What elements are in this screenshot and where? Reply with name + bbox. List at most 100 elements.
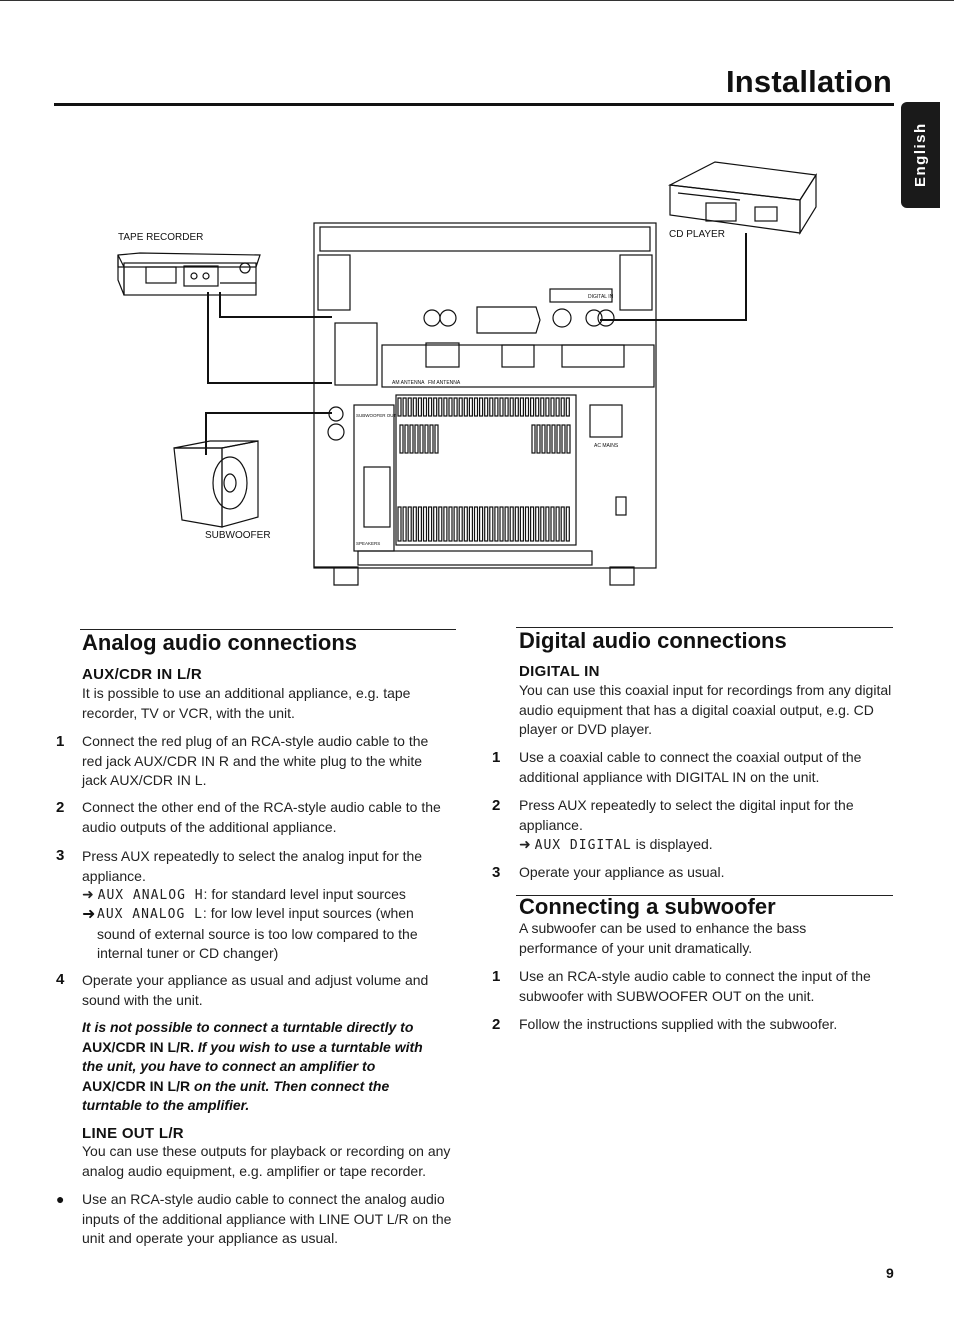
heatsink-fin xyxy=(409,424,414,454)
analog-step-text: Connect the other end of the RCA-style a… xyxy=(82,799,441,835)
cd-player-illustration: CD PLAYER xyxy=(667,161,818,240)
digital-in-heading: DIGITAL IN xyxy=(519,663,600,680)
heatsink-fin xyxy=(555,397,560,417)
line-out-heading: LINE OUT L/R xyxy=(82,1125,184,1142)
subwoofer-step-text: Use an RCA-style audio cable to connect … xyxy=(519,968,871,1004)
heatsink-fin xyxy=(494,397,499,417)
display-text: AUX ANALOG L xyxy=(97,907,203,922)
heatsink-fin xyxy=(422,506,428,542)
aux-cdr-heading: AUX/CDR IN L/R xyxy=(82,666,203,683)
tape-recorder-label: TAPE RECORDER xyxy=(118,232,203,243)
analog-step-text: Connect the red plug of an RCA-style aud… xyxy=(82,733,429,788)
analog-step-number: 3 xyxy=(56,847,65,864)
heatsink-fin xyxy=(565,397,570,417)
heatsink-fin xyxy=(479,506,484,542)
heatsink-fin xyxy=(489,397,494,417)
heatsink-fin xyxy=(509,397,514,417)
svg-text:AC MAINS: AC MAINS xyxy=(594,443,619,449)
display-text: AUX DIGITAL xyxy=(534,838,632,853)
main-unit-rear-panel: DIGITAL IN AM ANTENNA FM ANTENNA SUBWOOF… xyxy=(313,222,657,586)
heatsink-fin xyxy=(556,424,561,454)
turntable-note: It is not possible to connect a turntabl… xyxy=(82,1019,423,1113)
bullet-icon: ● xyxy=(56,1191,65,1207)
analog-step-number: 2 xyxy=(56,799,65,816)
heatsink-fin xyxy=(535,397,540,417)
heatsink-fin xyxy=(463,397,468,417)
arrow-icon: ➜ xyxy=(82,906,96,923)
heatsink-fin xyxy=(468,506,473,542)
digital-step-number: 3 xyxy=(492,864,501,881)
heatsink-fin xyxy=(519,397,524,417)
heatsink-fin xyxy=(419,424,424,454)
heatsink-fin xyxy=(504,397,509,417)
heatsink-fin xyxy=(540,397,545,417)
heatsink-fin xyxy=(494,506,499,542)
heatsink-fin xyxy=(566,424,571,454)
heatsink-fin xyxy=(458,397,463,417)
heatsink-fin xyxy=(417,397,422,417)
heatsink-fin xyxy=(407,397,412,417)
heatsink-fin xyxy=(499,397,504,417)
heatsink-fin xyxy=(402,397,407,417)
heatsink-fin xyxy=(530,506,535,542)
heatsink-fin xyxy=(561,424,566,454)
page-number: 9 xyxy=(886,1265,894,1281)
cd-player-label: CD PLAYER xyxy=(669,229,725,240)
svg-text:AM ANTENNA: AM ANTENNA xyxy=(392,380,425,386)
analog-step-text: Operate your appliance as usual and adju… xyxy=(82,972,429,1008)
heatsink-fin xyxy=(404,424,409,454)
connection-diagram: TAPE RECORDER CD PLAYER SUBWOOFER DIGITA… xyxy=(117,161,818,586)
aux-intro: It is possible to use an additional appl… xyxy=(82,685,411,721)
heatsink-fin xyxy=(560,506,565,542)
heatsink-fin xyxy=(428,397,433,417)
subwoofer-label: SUBWOOFER xyxy=(205,530,271,541)
arrow-icon: ➜ xyxy=(82,886,94,902)
heatsink-fin xyxy=(429,424,434,454)
heatsink-fin xyxy=(414,424,419,454)
analog-option-low: AUX ANALOG L: for low level input source… xyxy=(97,905,418,961)
svg-text:SPEAKERS: SPEAKERS xyxy=(356,541,380,546)
heatsink-fin xyxy=(565,506,570,542)
analog-step-number: 1 xyxy=(56,733,65,750)
heatsink-fin xyxy=(448,397,453,417)
arrow-icon: ➜ xyxy=(519,836,531,852)
heatsink-fin xyxy=(555,506,560,542)
subwoofer-illustration: SUBWOOFER xyxy=(173,440,271,541)
heatsink-fin xyxy=(536,424,541,454)
subwoofer-section-rule xyxy=(516,895,893,896)
heatsink-fin xyxy=(412,506,417,542)
heatsink-fin xyxy=(397,506,402,542)
language-tab-label: English xyxy=(912,122,929,188)
heatsink-fin xyxy=(402,506,407,542)
heatsink-fin xyxy=(489,506,494,542)
heatsink-fin xyxy=(438,397,443,417)
heatsink-fin xyxy=(417,506,422,542)
heatsink-fin xyxy=(560,397,565,417)
digital-step-text: Use a coaxial cable to connect the coaxi… xyxy=(519,749,862,785)
svg-text:SUBWOOFER OUT: SUBWOOFER OUT xyxy=(356,413,397,418)
heatsink-fin xyxy=(463,506,468,542)
heatsink-fin xyxy=(546,424,551,454)
digital-section-title: Digital audio connections xyxy=(519,628,787,653)
heatsink-fin xyxy=(453,506,458,542)
heatsink-fin xyxy=(535,506,540,542)
analog-step-number: 4 xyxy=(56,971,65,988)
heatsink-fin xyxy=(433,506,438,542)
subwoofer-intro: A subwoofer can be used to enhance the b… xyxy=(519,920,807,956)
svg-text:FM ANTENNA: FM ANTENNA xyxy=(428,380,461,386)
heatsink-fin xyxy=(453,397,458,417)
heatsink-fin xyxy=(530,397,535,417)
heatsink-fin xyxy=(479,397,484,417)
heatsink-fin xyxy=(550,397,555,417)
heatsink-fin xyxy=(434,424,439,454)
heatsink-fin xyxy=(484,506,489,542)
heatsink-fin xyxy=(540,506,545,542)
heatsink-fin xyxy=(484,397,489,417)
heatsink-fin xyxy=(499,506,504,542)
analog-section-title: Analog audio connections xyxy=(82,630,358,655)
digital-display-line: ➜ AUX DIGITAL is displayed. xyxy=(519,836,713,853)
heatsink-fin xyxy=(468,397,473,417)
page-title: Installation xyxy=(725,64,892,99)
heatsink-fin xyxy=(443,506,448,542)
heatsink-fin xyxy=(458,506,463,542)
